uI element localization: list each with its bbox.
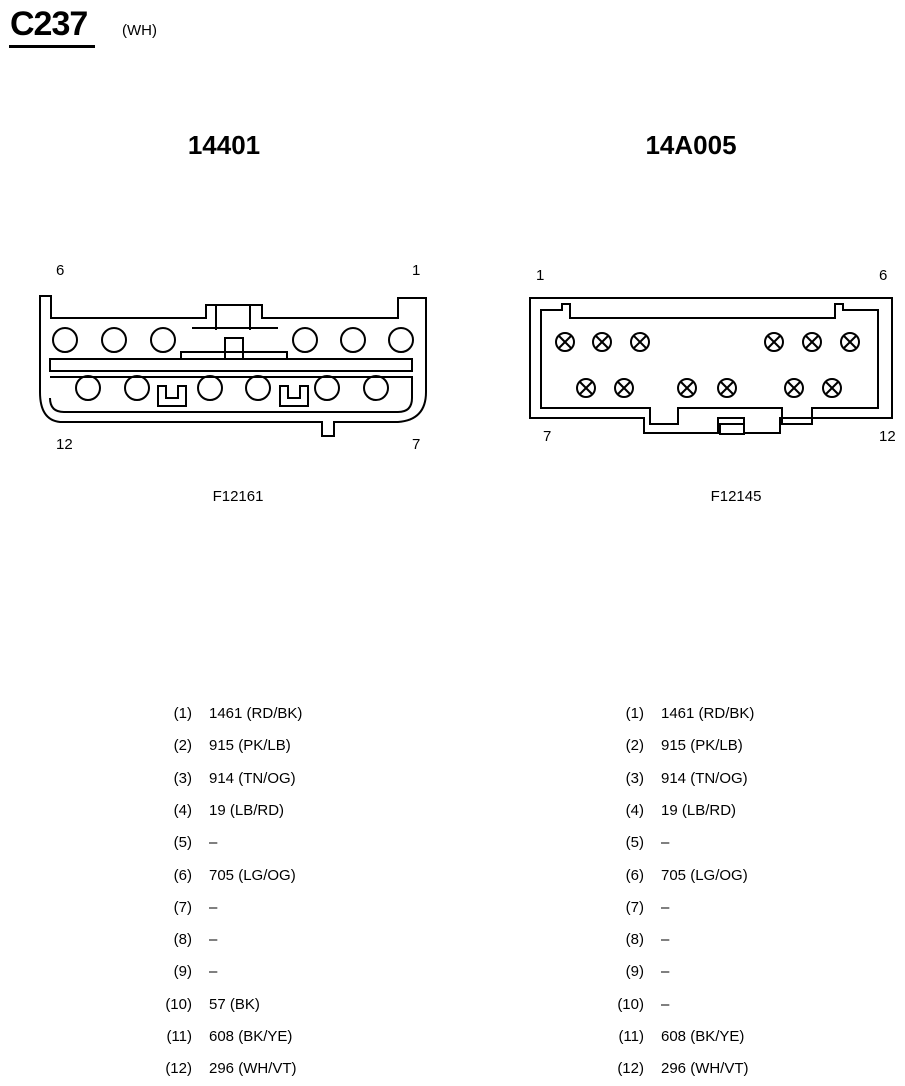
wire-circuit: – — [661, 931, 670, 949]
right-connector-pins — [555, 332, 860, 398]
pin-number: (5) — [625, 834, 644, 852]
right-pin-11 — [784, 378, 804, 398]
pin-number: (3) — [625, 769, 644, 787]
right-pin-5 — [802, 332, 822, 352]
right-pin-1 — [555, 332, 575, 352]
wire-circuit: – — [209, 963, 218, 981]
wire-circuit: – — [209, 931, 218, 949]
wire-circuit: 1461 (RD/BK) — [661, 705, 755, 722]
wire-circuit: 1461 (RD/BK) — [209, 705, 303, 722]
right-part-number: 14A005 — [645, 130, 737, 160]
right-pin-8 — [614, 378, 634, 398]
left-pin-label-bottom-left: 12 — [56, 436, 73, 453]
wire-circuit: 296 (WH/VT) — [209, 1060, 297, 1078]
right-pin-4 — [764, 332, 784, 352]
pin-number: (3) — [173, 769, 192, 787]
pin-number: (4) — [173, 801, 192, 819]
right-pin-9 — [677, 378, 697, 398]
wire-circuit: 915 (PK/LB) — [209, 737, 291, 755]
right-pin-label-top-right: 6 — [879, 267, 888, 284]
pin-number: (6) — [625, 866, 644, 884]
pin-number: (8) — [173, 931, 192, 949]
wire-circuit: – — [661, 963, 670, 981]
left-pin-label-top-right: 1 — [412, 262, 421, 279]
wire-circuit: 915 (PK/LB) — [661, 737, 743, 755]
pin-number: (11) — [166, 1028, 192, 1045]
pin-number: (2) — [625, 737, 644, 755]
pin-number: (9) — [173, 963, 192, 981]
right-connector-face — [529, 297, 893, 435]
left-pin-label-top-left: 6 — [56, 262, 65, 279]
wire-circuit: 608 (BK/YE) — [209, 1028, 293, 1045]
wire-circuit: 19 (LB/RD) — [661, 801, 737, 819]
wire-circuit: 705 (LG/OG) — [209, 866, 296, 884]
right-pin-12 — [822, 378, 842, 398]
pin-number: (8) — [625, 931, 644, 949]
wire-circuit: 914 (TN/OG) — [209, 769, 296, 787]
wire-circuit: – — [661, 995, 670, 1013]
wire-circuit: – — [661, 834, 670, 852]
pin-number: (11) — [618, 1028, 644, 1045]
wire-circuit: 57 (BK) — [209, 995, 260, 1013]
pin-number: (10) — [165, 995, 192, 1013]
pin-number: (5) — [173, 834, 192, 852]
wire-circuit: – — [661, 898, 670, 916]
pin-number: (6) — [173, 866, 192, 884]
pin-number: (1) — [625, 705, 644, 722]
pin-number: (2) — [173, 737, 192, 755]
right-pin-label-bottom-right: 12 — [879, 428, 896, 445]
right-pin-3 — [630, 332, 650, 352]
wire-circuit: – — [209, 834, 218, 852]
wire-circuit: 296 (WH/VT) — [661, 1060, 749, 1078]
wire-circuit: 914 (TN/OG) — [661, 769, 748, 787]
pin-number: (1) — [173, 705, 192, 722]
right-pin-10 — [717, 378, 737, 398]
wire-circuit: 608 (BK/YE) — [661, 1028, 745, 1045]
title-underline — [9, 45, 95, 48]
right-pin-2 — [592, 332, 612, 352]
pin-number: (12) — [165, 1060, 192, 1078]
connector-title: C237 — [10, 5, 88, 43]
pin-number: (7) — [625, 898, 644, 916]
left-figure-code: F12161 — [212, 488, 264, 505]
right-pin-6 — [840, 332, 860, 352]
left-part-number: 14401 — [187, 130, 261, 160]
right-pin-label-bottom-left: 7 — [543, 428, 552, 445]
pin-number: (7) — [173, 898, 192, 916]
right-pin-7 — [576, 378, 596, 398]
pin-number: (9) — [625, 963, 644, 981]
pin-number: (4) — [625, 801, 644, 819]
wire-circuit: – — [209, 898, 218, 916]
connector-color: (WH) — [122, 22, 157, 39]
left-connector-face — [39, 295, 427, 437]
pin-number: (12) — [617, 1060, 644, 1078]
wire-circuit: 19 (LB/RD) — [209, 801, 285, 819]
pin-number: (10) — [617, 995, 644, 1013]
wire-circuit: 705 (LG/OG) — [661, 866, 748, 884]
right-figure-code: F12145 — [710, 488, 762, 505]
right-pin-label-top-left: 1 — [536, 267, 545, 284]
left-pin-label-bottom-right: 7 — [412, 436, 421, 453]
